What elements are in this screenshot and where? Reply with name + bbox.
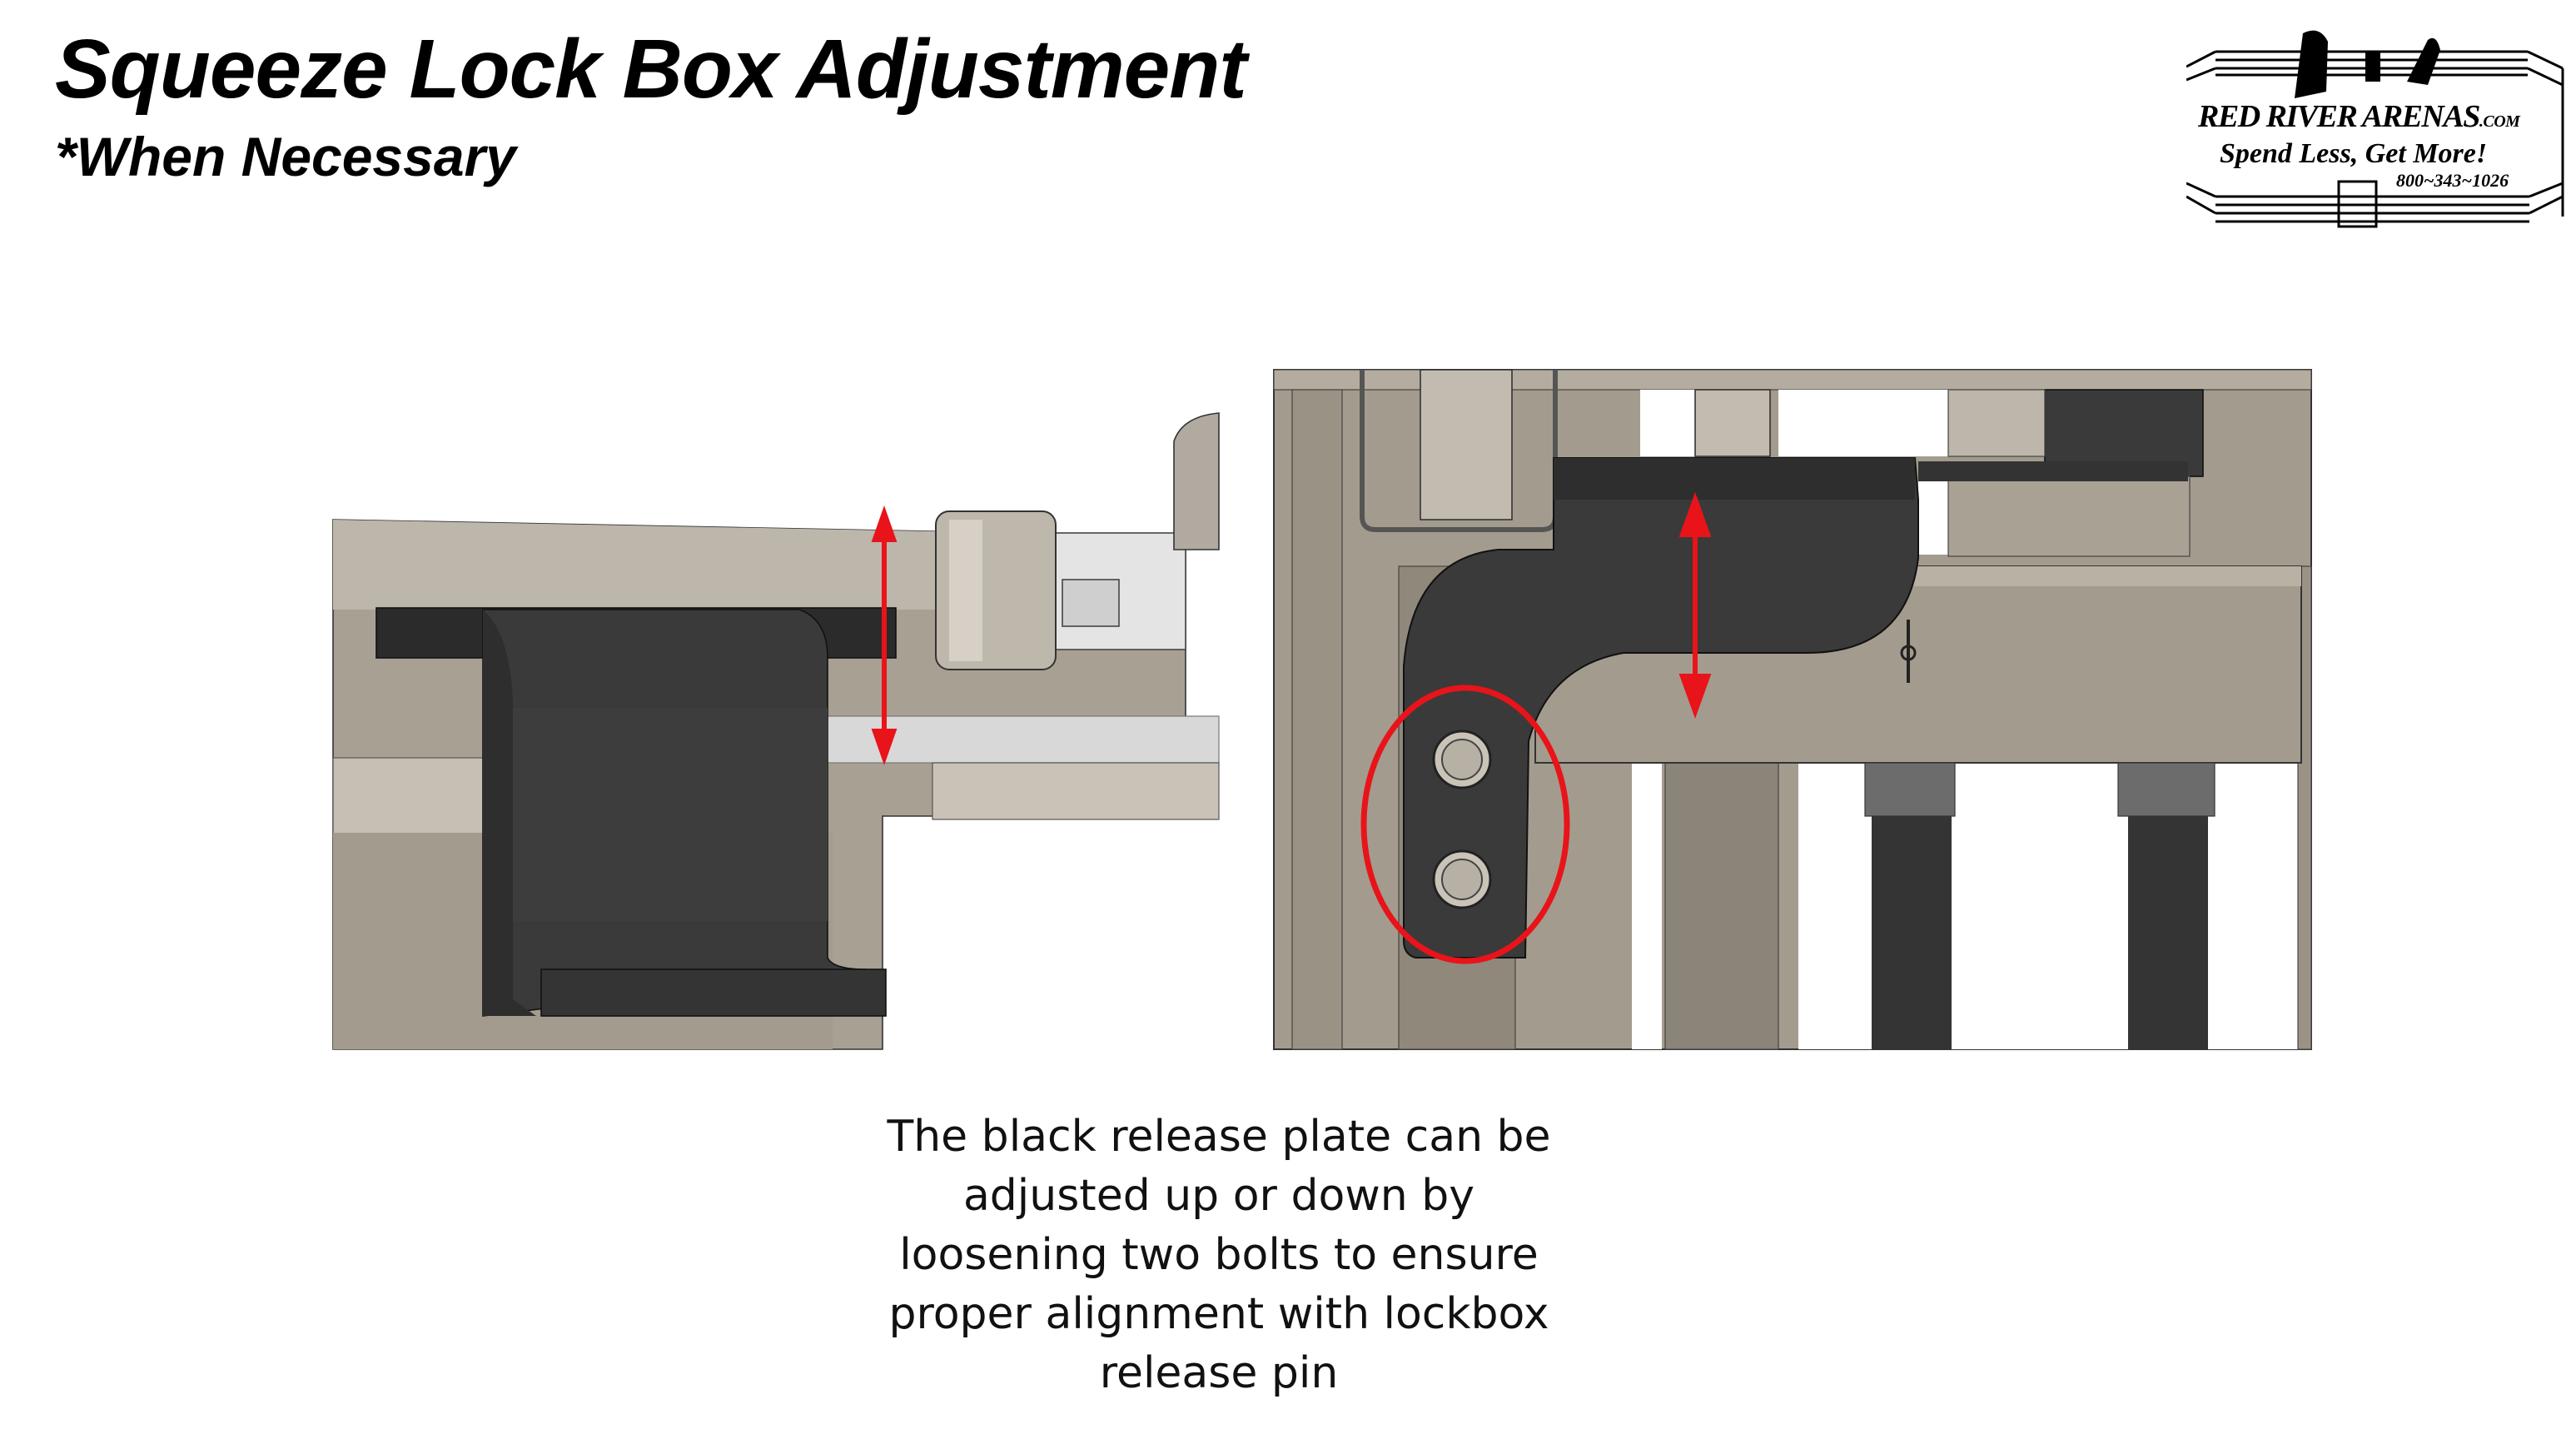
logo-phone: 800~343~1026 xyxy=(2396,170,2509,191)
bracket-bottom-flange xyxy=(540,968,887,1017)
logo-brand-suffix: .COM xyxy=(2479,112,2520,131)
bolt-icon xyxy=(1432,849,1492,909)
adjustment-arrow-icon xyxy=(1678,492,1712,719)
arena-fence-icon xyxy=(2186,30,2564,228)
slide-subtitle: *When Necessary xyxy=(55,126,516,187)
caption-line: loosening two bolts to ensure xyxy=(899,1230,1539,1280)
release-plate xyxy=(1403,457,2188,959)
caption-line: proper alignment with lockbox xyxy=(888,1289,1549,1339)
side-view-drawing xyxy=(332,412,1220,1050)
caption-text: The black release plate can be adjusted … xyxy=(803,1108,1635,1403)
front-view-drawing xyxy=(1273,369,2312,1050)
bolts-highlight-circle xyxy=(1360,685,1570,964)
logo-tagline: Spend Less, Get More! xyxy=(2220,138,2488,169)
red-river-arenas-logo: RED RIVER ARENAS.COM Spend Less, Get Mor… xyxy=(2186,25,2573,228)
caption-line: The black release plate can be xyxy=(887,1112,1551,1162)
adjustment-arrow-icon xyxy=(871,505,898,766)
logo-brand: RED RIVER ARENAS xyxy=(2198,99,2480,134)
caption-line: release pin xyxy=(1099,1348,1339,1398)
slide-title: Squeeze Lock Box Adjustment xyxy=(55,22,1247,116)
caption-line: adjusted up or down by xyxy=(962,1171,1475,1221)
bolt-icon xyxy=(1432,729,1492,789)
